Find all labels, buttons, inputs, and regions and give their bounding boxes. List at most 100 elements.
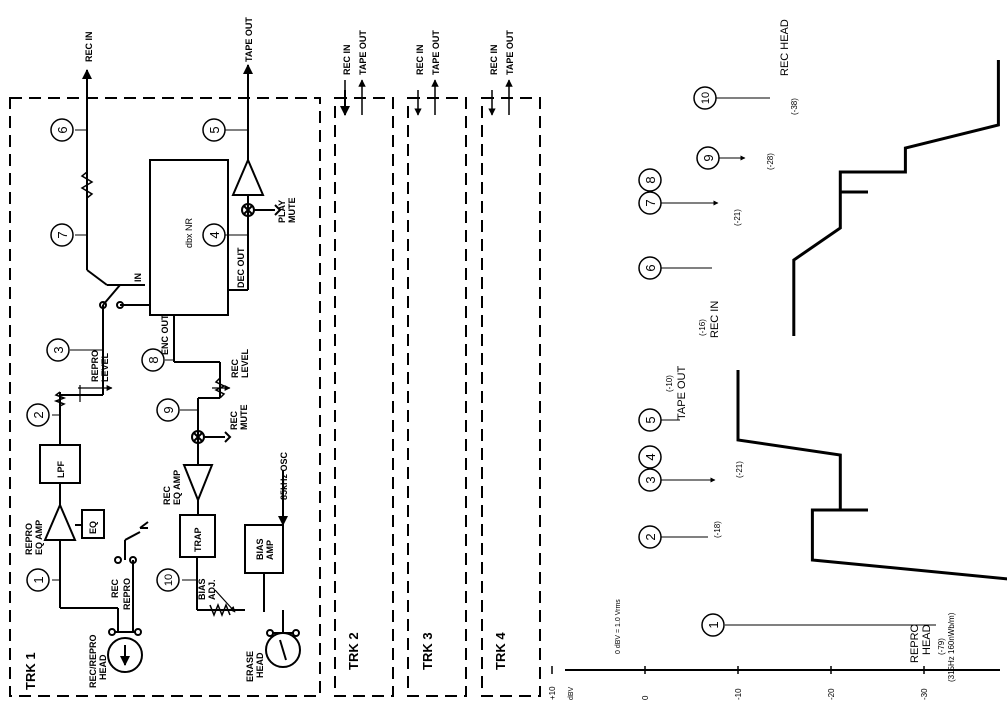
eq-label: EQ (88, 521, 98, 534)
trk3-rec-in: REC IN (415, 44, 425, 75)
value-p9: (-28) (766, 153, 775, 170)
value-p2: (-18) (713, 521, 722, 538)
value-p1-note: (315Hz 160nWb/m) (947, 612, 956, 682)
bias-amp-label-2: AMP (265, 540, 275, 560)
track-1-box (9, 97, 321, 697)
trk3-tape-out: TAPE OUT (431, 30, 441, 75)
bias-adj-label-2: ADJ. (207, 579, 217, 600)
value-p34: (-21) (735, 461, 744, 478)
repro-eq-amp (43, 502, 77, 541)
point-10: 10 (163, 574, 175, 586)
lpf-label: LPF (56, 460, 66, 478)
track-4-box (481, 97, 541, 697)
bias-adj-label-1: BIAS (197, 578, 207, 600)
tape-out-label: TAPE OUT (244, 17, 254, 62)
output-amp (231, 157, 265, 196)
chart-point-3: 3 (643, 476, 658, 483)
value-p1: (-79) (937, 638, 946, 655)
chart-point-10: 10 (700, 92, 712, 104)
point-2: 2 (31, 411, 46, 418)
dbx-nr-label: dbx NR (184, 217, 194, 248)
track-2-label: TRK 2 (346, 632, 361, 670)
erase-head-label-2: HEAD (255, 652, 265, 678)
rec-level-label-2: LEVEL (240, 348, 250, 378)
trk2-rec-in: REC IN (342, 44, 352, 75)
level-chart-unit: dBV (568, 686, 575, 700)
rec-mute-label-2: MUTE (239, 405, 249, 431)
repro-level-trace (736, 370, 1007, 581)
rec-repro-head (107, 637, 143, 673)
bias-amp-label-1: BIAS (255, 538, 265, 560)
chart-point-9: 9 (701, 154, 716, 161)
chart-point-7: 7 (643, 199, 658, 206)
point-4: 4 (207, 231, 222, 238)
point-6: 6 (55, 126, 70, 133)
point-7: 7 (55, 231, 70, 238)
rec-in-resistor (80, 171, 94, 199)
rec-eq-amp-label-1: REC (162, 485, 172, 505)
value-p78: (-21) (733, 209, 742, 226)
repro-head-label-1: REPRO (909, 623, 921, 663)
rec-repro-head-label-1: REC/REPRO (88, 634, 98, 688)
play-mute-label-2: MUTE (287, 198, 297, 224)
tick-label: -20 (827, 688, 836, 700)
switch-repro-label: REPRO (122, 578, 132, 610)
play-mute-label-1: PLAY (277, 200, 287, 223)
osc-label: 85kHz OSC (279, 451, 289, 500)
trk2-tape-out: TAPE OUT (358, 30, 368, 75)
value-p5: (-10) (665, 375, 674, 392)
rec-level-label-1: REC (230, 358, 240, 378)
rec-level-trace (792, 60, 1000, 336)
point-3: 3 (51, 346, 66, 353)
point-markers (26, 118, 226, 592)
trk4-rec-in: REC IN (489, 44, 499, 75)
chart-point-5: 5 (643, 416, 658, 423)
point-5: 5 (207, 126, 222, 133)
level-chart-ticks: +100-10-20-30-40-50-60-70-80-90 (548, 666, 929, 700)
level-chart-reference: 0 dBV = 1.0 Vrms (615, 599, 622, 654)
chart-point-2: 2 (643, 533, 658, 540)
rec-eq-amp (182, 464, 214, 503)
chart-point-4: 4 (643, 453, 658, 460)
trap-label: TRAP (193, 528, 203, 553)
level-traces (736, 60, 1007, 581)
point-1: 1 (31, 576, 46, 583)
dbx-nr-block (149, 159, 229, 316)
track-4-label: TRK 4 (493, 632, 508, 670)
rec-in-label: REC IN (84, 31, 94, 62)
repro-level-label-2: LEVEL (100, 352, 110, 382)
value-p10: (-38) (790, 98, 799, 115)
rec-in-annotation: REC IN (709, 301, 721, 338)
trk4-tape-out: TAPE OUT (505, 30, 515, 75)
enc-out-label: ENC OUT (160, 314, 170, 355)
block-diagram (9, 64, 541, 697)
track-2-box (334, 97, 394, 697)
rec-mute-label-1: REC (229, 410, 239, 430)
chart-point-8: 8 (643, 176, 658, 183)
point-9: 9 (161, 406, 176, 413)
in-label: IN (133, 273, 143, 282)
track-3-label: TRK 3 (420, 632, 435, 670)
rec-eq-amp-label-2: EQ AMP (172, 470, 182, 505)
level-chart: +100-10-20-30-40-50-60-70-80-90 dBV 0 dB… (548, 19, 1007, 700)
rec-head-annotation: REC HEAD (779, 19, 791, 76)
switch-rec-label: REC (110, 578, 120, 598)
value-p6: (-16) (698, 319, 707, 336)
repro-level-label-1: REPRO (90, 350, 100, 382)
tick-label: +10 (548, 686, 557, 700)
chart-point-1: 1 (706, 621, 721, 628)
tape-out-annotation: TAPE OUT (676, 366, 688, 420)
tick-label: -10 (734, 688, 743, 700)
point-8: 8 (146, 356, 161, 363)
repro-eq-amp-label-1: REPRO (24, 523, 34, 555)
dec-out-label: DEC OUT (236, 247, 246, 288)
track-3-box (407, 97, 467, 697)
tick-label: 0 (641, 695, 650, 700)
track-1-label: TRK 1 (23, 652, 38, 690)
erase-head-label-1: ERASE (245, 651, 255, 682)
repro-head-label-2: HEAD (921, 624, 933, 655)
tick-label: -30 (920, 688, 929, 700)
chart-point-6: 6 (643, 264, 658, 271)
